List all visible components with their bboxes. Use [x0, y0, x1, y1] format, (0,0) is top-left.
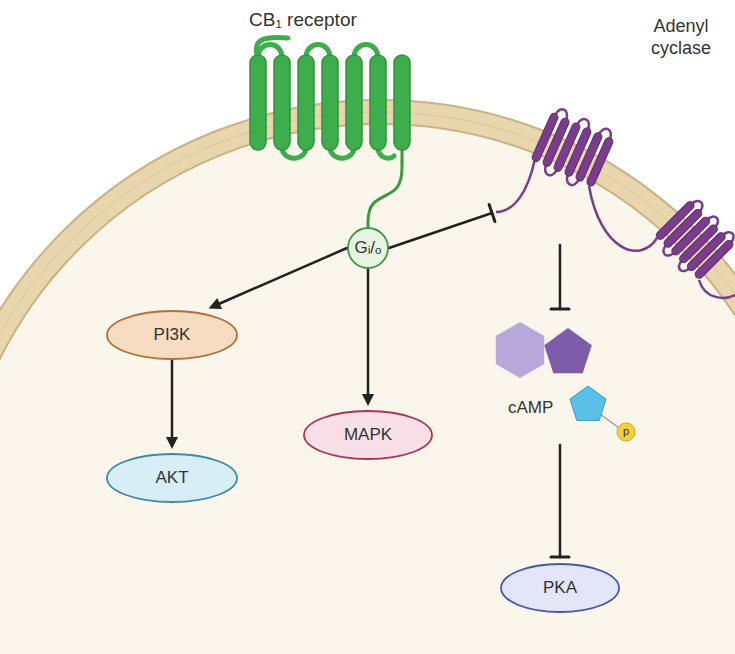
node-label: PKA [543, 578, 577, 598]
inhibition-connector [551, 245, 569, 309]
inhibition-connector [389, 204, 495, 248]
arrow-head [209, 298, 222, 309]
arrow-head [362, 394, 374, 406]
connector-line [367, 269, 370, 395]
cyclase-node: Adenyl cyclase [492, 8, 733, 245]
connector-line [389, 213, 492, 248]
node-label: Gᵢ/ₒ [354, 238, 381, 258]
connector-line [219, 248, 347, 304]
activation-connector [362, 269, 374, 406]
receptor-helices [250, 38, 410, 162]
cytoplasm [0, 124, 735, 654]
kinase-ellipse: AKT [106, 453, 238, 503]
activation-connector [368, 162, 402, 227]
connector-line [559, 245, 562, 309]
cell-membrane [0, 100, 735, 654]
cyclase-helices [496, 106, 735, 298]
connector-line [559, 445, 562, 557]
kinase-ellipse: MAPK [303, 410, 433, 460]
node-label: cAMP [508, 398, 568, 418]
inhibition-bar [551, 555, 569, 558]
node-label: MAPK [344, 425, 392, 445]
inhibition-bar [489, 204, 495, 221]
node-label: PI3K [154, 325, 191, 345]
receptor-node: CB₁ receptor [235, 5, 425, 162]
node-label: Adenyl cyclase [632, 16, 730, 59]
inhibition-connector [551, 445, 569, 557]
connector-line [171, 360, 174, 438]
activation-connector [166, 360, 178, 449]
g-protein-circle: Gᵢ/ₒ [347, 227, 389, 269]
node-label: CB₁ receptor [249, 9, 419, 32]
connector-line [368, 162, 402, 227]
phosphate-label: p [623, 426, 629, 437]
activation-connector [209, 248, 347, 309]
node-label: AKT [155, 468, 188, 488]
camp-node: cAMP [490, 315, 645, 445]
arrow-head [166, 437, 178, 449]
camp-molecule [496, 322, 635, 441]
kinase-ellipse: PKA [500, 563, 620, 613]
inhibition-bar [551, 307, 569, 310]
kinase-ellipse: PI3K [106, 310, 238, 360]
